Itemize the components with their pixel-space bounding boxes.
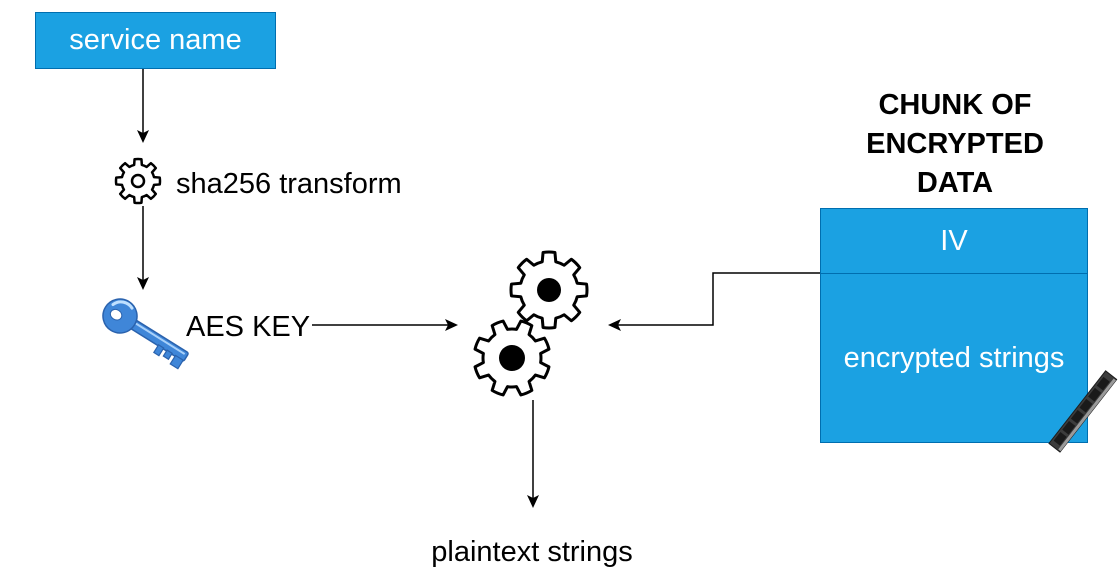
ram-chip bbox=[1088, 387, 1102, 402]
key-shaft bbox=[127, 318, 189, 362]
iv-label: IV bbox=[940, 224, 968, 257]
gear-icon bbox=[114, 157, 162, 205]
arrowhead bbox=[608, 319, 621, 331]
edge-key-to-gears bbox=[312, 319, 458, 331]
sha256-transform-label: sha256 transform bbox=[176, 168, 402, 200]
key-ring-highlight bbox=[111, 300, 134, 310]
chunk-title: CHUNK OF ENCRYPTED DATA bbox=[835, 86, 1075, 203]
chunk-title-line-1: CHUNK OF bbox=[878, 89, 1032, 121]
service-name-label: service name bbox=[69, 24, 242, 56]
key-ring bbox=[102, 298, 138, 334]
arrowhead bbox=[527, 495, 539, 508]
edge-transform-to-key bbox=[137, 206, 149, 290]
key-icon bbox=[102, 298, 189, 370]
key-ring-hole bbox=[109, 308, 123, 321]
gear-outline bbox=[114, 157, 162, 205]
gear-hub-top bbox=[537, 278, 561, 302]
key-highlight bbox=[134, 321, 186, 355]
gear-outline-top bbox=[509, 250, 589, 330]
edge-chunk-to-gears bbox=[608, 272, 820, 331]
encrypted-strings-label: encrypted strings bbox=[843, 341, 1065, 374]
arrowhead bbox=[137, 130, 149, 143]
iv-box: IV bbox=[820, 208, 1088, 274]
chunk-title-line-2: ENCRYPTED bbox=[866, 128, 1044, 160]
key-tooth bbox=[162, 349, 173, 361]
gears-icon bbox=[473, 250, 589, 397]
arrowhead bbox=[137, 277, 149, 290]
aes-key-label: AES KEY bbox=[186, 311, 311, 343]
gear-outline-bottom bbox=[473, 319, 551, 397]
gear-hub bbox=[130, 173, 146, 189]
encrypted-strings-box: encrypted strings bbox=[820, 273, 1088, 443]
key-tooth bbox=[169, 354, 185, 370]
arrowhead bbox=[445, 319, 458, 331]
edge-line bbox=[618, 272, 820, 326]
edge-service-to-transform bbox=[137, 69, 149, 143]
chunk-title-line-3: DATA bbox=[916, 167, 994, 199]
ram-chip bbox=[1096, 376, 1110, 391]
service-name-box: service name bbox=[35, 12, 276, 69]
gear-hub-bottom bbox=[499, 345, 525, 371]
edge-gears-to-plaintext bbox=[527, 400, 539, 508]
plaintext-strings-label: plaintext strings bbox=[431, 536, 633, 568]
key-tooth bbox=[152, 344, 165, 357]
